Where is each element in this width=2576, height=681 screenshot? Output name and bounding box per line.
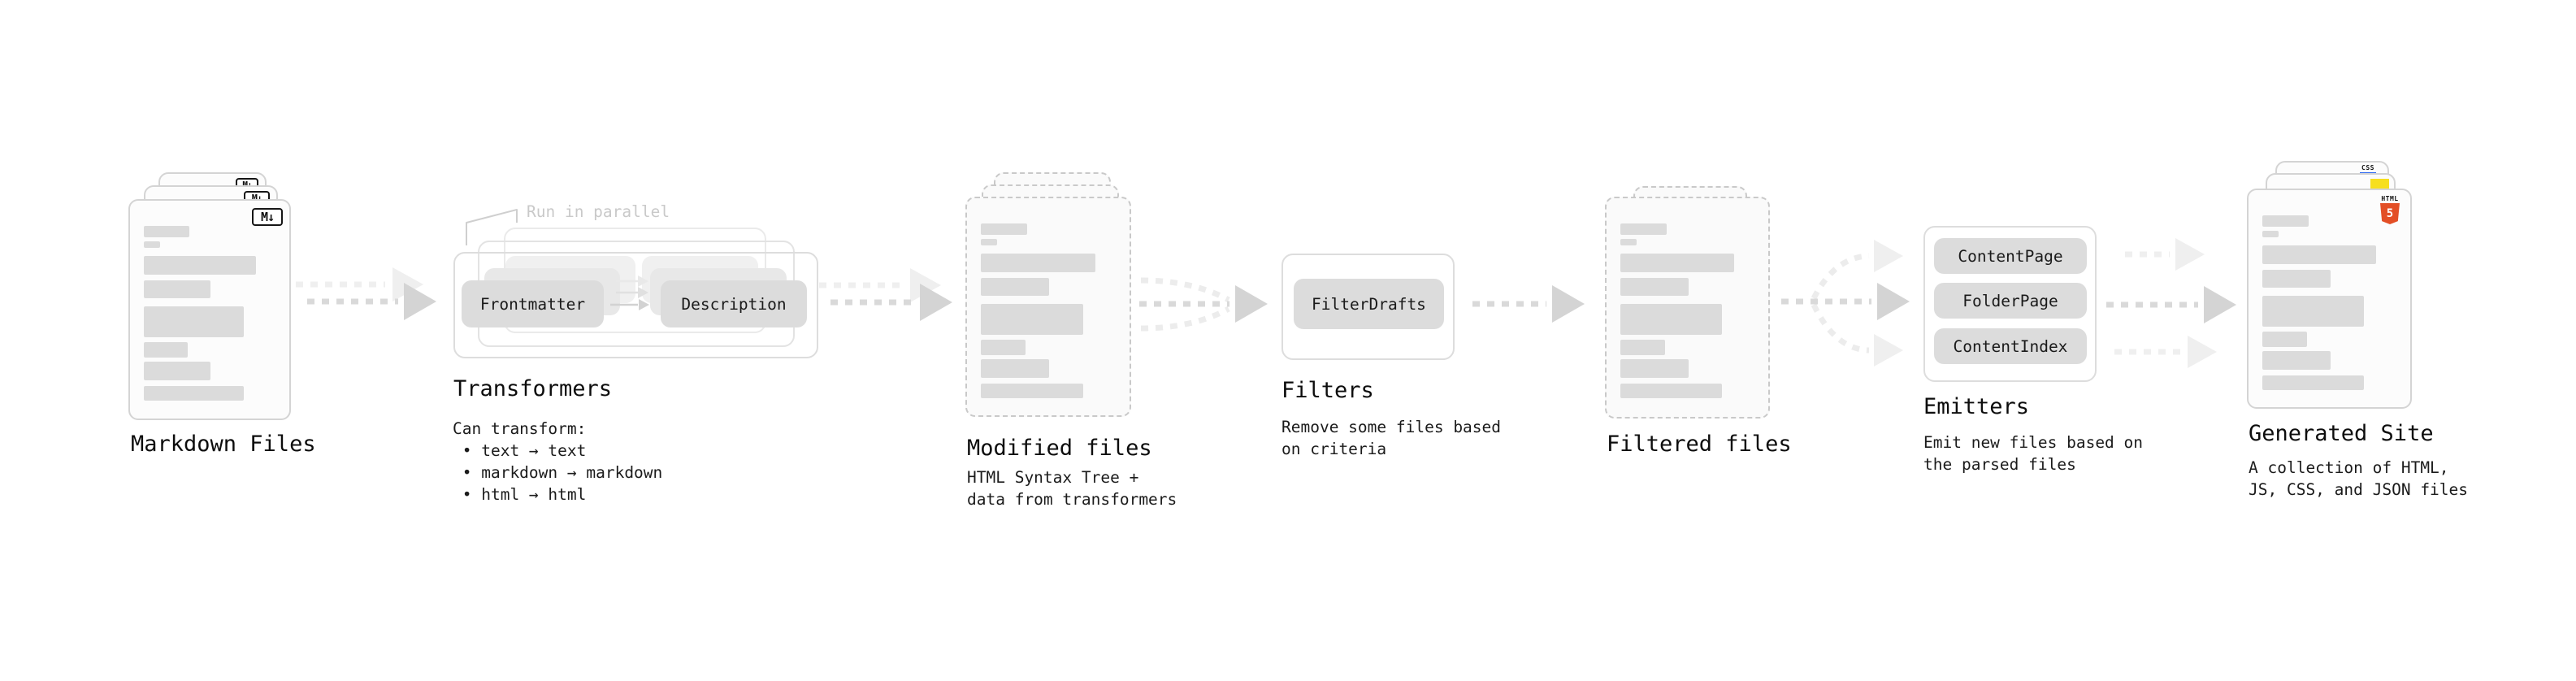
markdown-file-page: M↓ bbox=[128, 199, 291, 420]
text-placeholder-bars bbox=[2262, 215, 2398, 407]
folderpage-emitter-box: FolderPage bbox=[1934, 283, 2087, 319]
javascript-icon bbox=[2370, 179, 2389, 189]
arrow-modified-to-filters-icon bbox=[1139, 277, 1268, 332]
markdown-icon: M↓ bbox=[252, 208, 283, 226]
filtered-file-page bbox=[1605, 197, 1770, 419]
contentpage-emitter-box: ContentPage bbox=[1934, 238, 2087, 274]
run-in-parallel-note: Run in parallel bbox=[527, 202, 670, 221]
arrow-transformers-to-modified-icon bbox=[819, 268, 952, 321]
stage-title: Modified files bbox=[967, 436, 1152, 461]
stage-description: HTML Syntax Tree + data from transformer… bbox=[967, 468, 1177, 509]
stage-title: Markdown Files bbox=[131, 432, 316, 457]
stage-description: Can transform: • text → text • markdown … bbox=[453, 419, 663, 504]
arrow-markdown-to-transformers-icon bbox=[296, 267, 436, 320]
contentindex-emitter-box: ContentIndex bbox=[1934, 328, 2087, 364]
filterdrafts-box: FilterDrafts bbox=[1294, 279, 1444, 329]
html-file-page: HTML 5 bbox=[2247, 189, 2412, 409]
stage-description: Remove some files based on criteria bbox=[1281, 418, 1502, 458]
text-placeholder-bars bbox=[1620, 223, 1756, 417]
frontmatter-transformer-box: Frontmatter bbox=[462, 280, 604, 327]
transformer-run-container bbox=[453, 252, 818, 358]
text-placeholder-bars bbox=[981, 223, 1117, 415]
stage-title: Generated Site bbox=[2249, 421, 2434, 446]
stage-title: Emitters bbox=[1923, 394, 2030, 419]
html5-icon: HTML 5 bbox=[2379, 195, 2400, 224]
modified-file-page bbox=[965, 197, 1131, 417]
stage-title: Filters bbox=[1281, 378, 1374, 403]
arrow-filters-to-filtered-icon bbox=[1472, 285, 1585, 323]
stage-title: Filtered files bbox=[1607, 432, 1792, 457]
stage-description: A collection of HTML, JS, CSS, and JSON … bbox=[2249, 458, 2469, 499]
arrow-emitters-to-generated-icon bbox=[2106, 238, 2236, 368]
stage-description: Emit new files based on the parsed files bbox=[1923, 433, 2144, 474]
description-transformer-box: Description bbox=[661, 280, 807, 327]
stage-title: Transformers bbox=[453, 376, 613, 401]
text-placeholder-bars bbox=[144, 226, 277, 419]
arrow-filtered-to-emitters-icon bbox=[1781, 240, 1910, 367]
